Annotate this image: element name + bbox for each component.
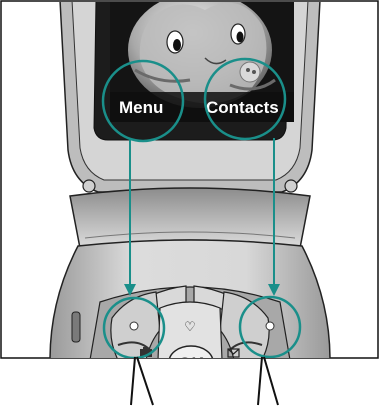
- screw-icon: [285, 180, 297, 192]
- ok-label: OK: [178, 354, 204, 373]
- heart-icon: ♡: [184, 320, 196, 335]
- softkey-label-right: Contacts: [206, 98, 279, 117]
- phone-flip: Menu Contacts: [60, 0, 320, 192]
- softkey-label-left: Menu: [119, 98, 163, 117]
- pointer-line: [131, 357, 135, 405]
- phone-body: ♡ OK: [50, 240, 330, 378]
- ok-button: [169, 346, 213, 378]
- left-softkey-dot: [130, 322, 138, 330]
- pointer-lines: [131, 357, 278, 405]
- pointer-line: [258, 357, 262, 405]
- screw-icon: [83, 180, 95, 192]
- pointer-line: [264, 357, 278, 405]
- pointer-line: [137, 357, 153, 405]
- right-softkey-dot: [266, 322, 274, 330]
- side-button: [72, 312, 80, 342]
